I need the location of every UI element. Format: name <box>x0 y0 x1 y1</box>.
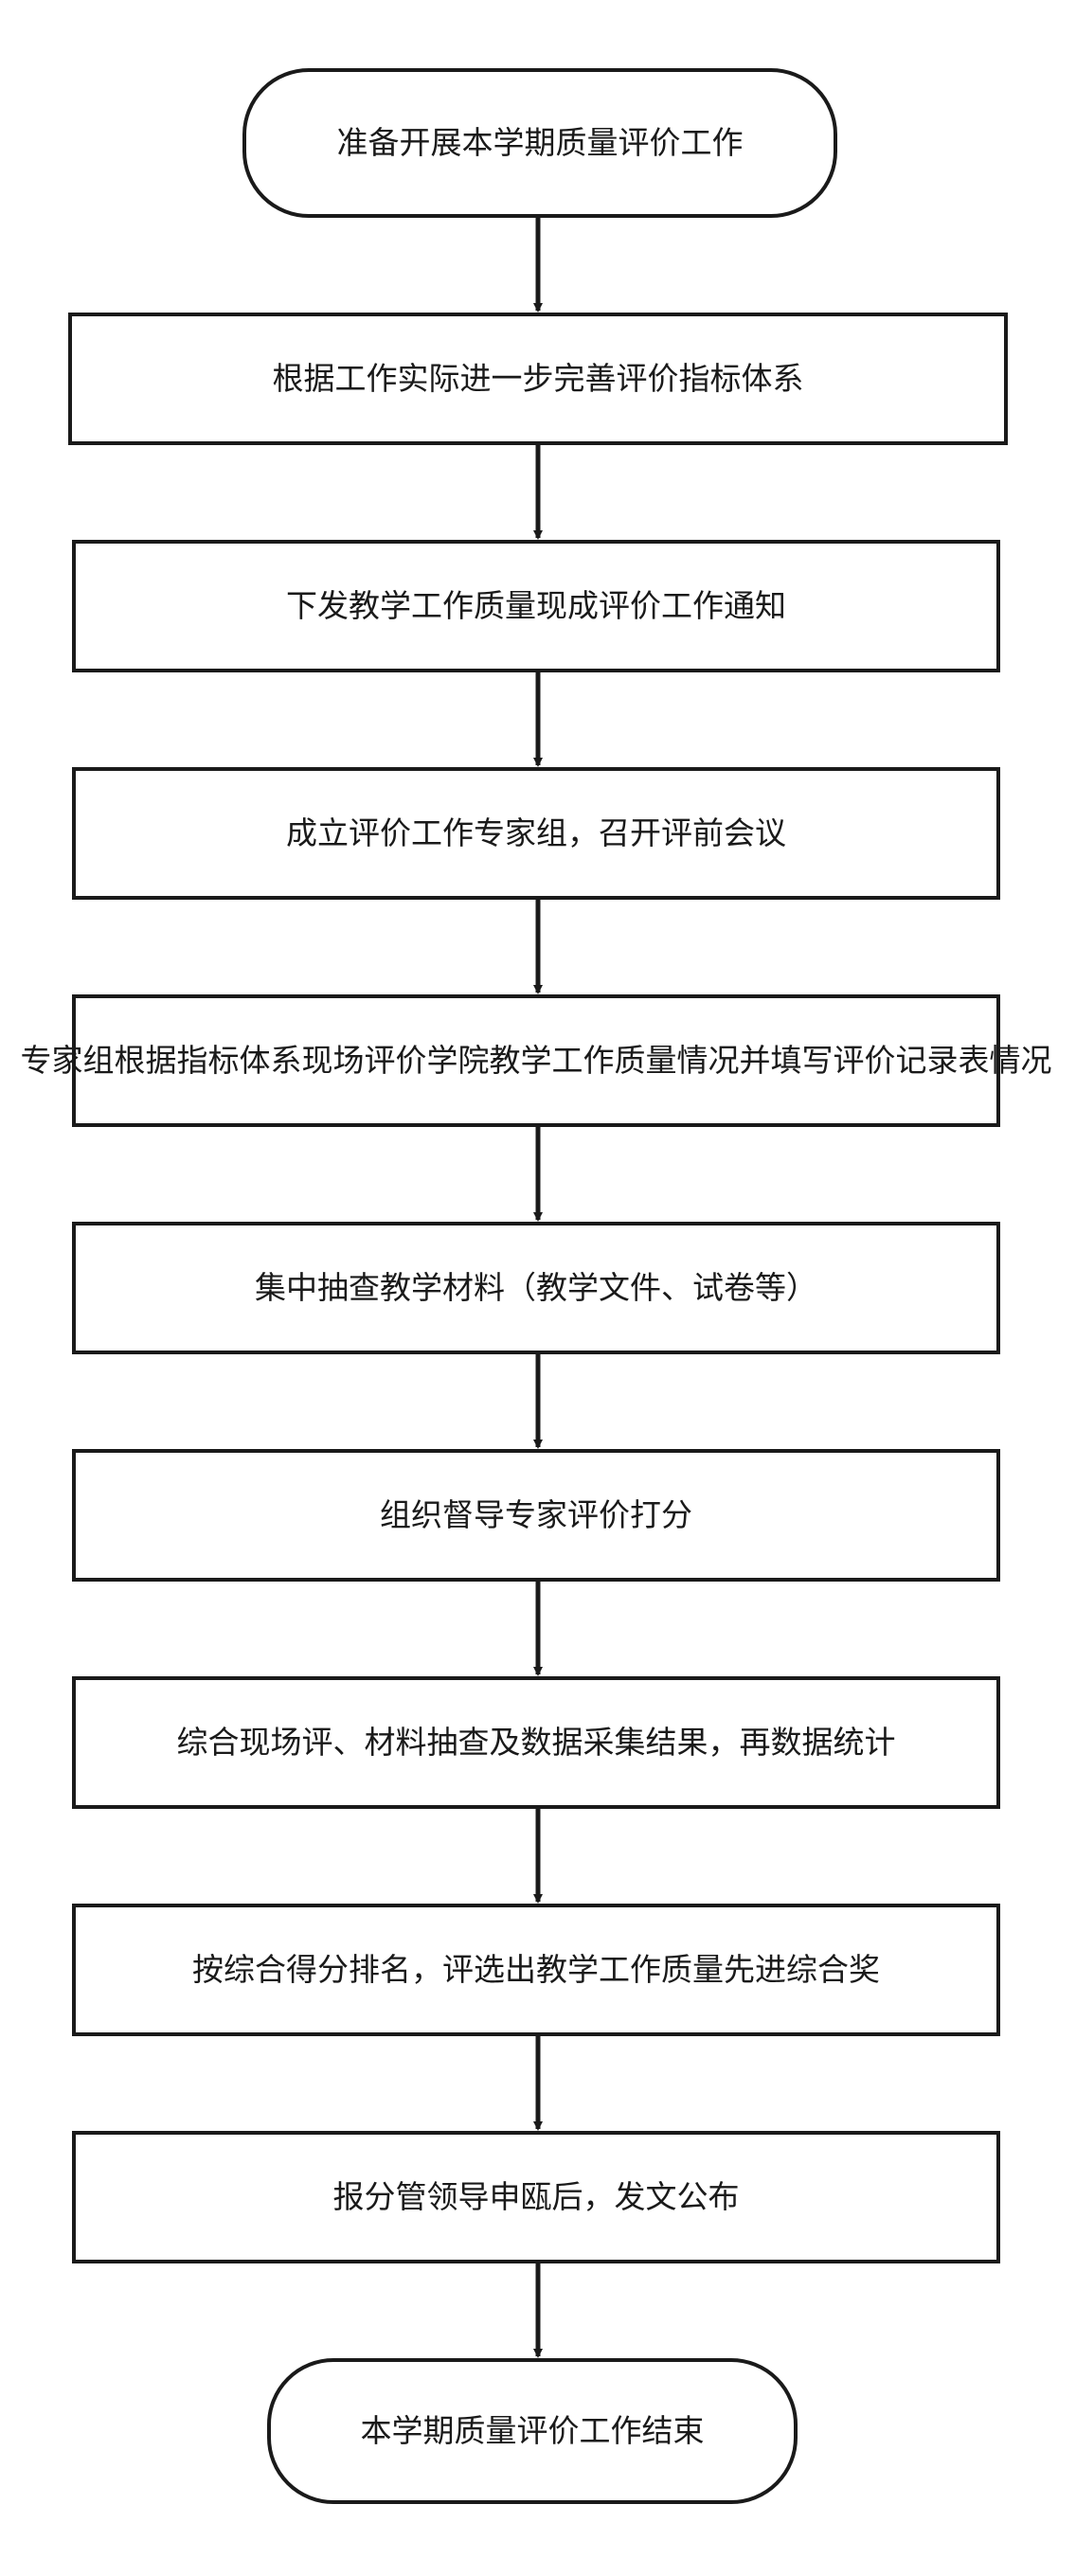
node-text: 根据工作实际进一步完善评价指标体系 <box>272 359 804 397</box>
end-node: 本学期质量评价工作结束 <box>267 2358 798 2504</box>
step-expert-scoring: 组织督导专家评价打分 <box>72 1449 1000 1582</box>
step-approval-publish: 报分管领导申瓯后，发文公布 <box>72 2131 1000 2263</box>
node-text: 报分管领导申瓯后，发文公布 <box>332 2177 740 2215</box>
node-text: 集中抽查教学材料（教学文件、试卷等） <box>255 1268 817 1306</box>
node-text-line-1: 专家组根据指标体系现场评价学院教学工作质量情况 <box>20 1041 740 1079</box>
start-node: 准备开展本学期质量评价工作 <box>242 68 837 218</box>
step-issue-notice: 下发教学工作质量现成评价工作通知 <box>72 540 1000 672</box>
step-refine-indicator-system: 根据工作实际进一步完善评价指标体系 <box>68 313 1008 445</box>
node-text: 综合现场评、材料抽查及数据采集结果，再数据统计 <box>176 1723 896 1761</box>
node-text-line-2: 并填写评价记录表情况 <box>739 1041 1052 1079</box>
node-text: 按综合得分排名，评选出教学工作质量先进综合奖 <box>192 1950 880 1988</box>
node-text: 本学期质量评价工作结束 <box>360 2411 705 2449</box>
node-text: 准备开展本学期质量评价工作 <box>336 123 744 161</box>
node-text: 组织督导专家评价打分 <box>380 1495 692 1533</box>
node-text: 下发教学工作质量现成评价工作通知 <box>286 586 786 624</box>
node-text: 成立评价工作专家组，召开评前会议 <box>286 814 786 851</box>
step-check-materials: 集中抽查教学材料（教学文件、试卷等） <box>72 1222 1000 1354</box>
step-form-expert-group: 成立评价工作专家组，召开评前会议 <box>72 767 1000 900</box>
step-onsite-evaluation: 专家组根据指标体系现场评价学院教学工作质量情况 并填写评价记录表情况 <box>21 994 1052 1127</box>
step-ranking-award: 按综合得分排名，评选出教学工作质量先进综合奖 <box>72 1904 1000 2036</box>
step-data-statistics: 综合现场评、材料抽查及数据采集结果，再数据统计 <box>72 1676 1000 1809</box>
